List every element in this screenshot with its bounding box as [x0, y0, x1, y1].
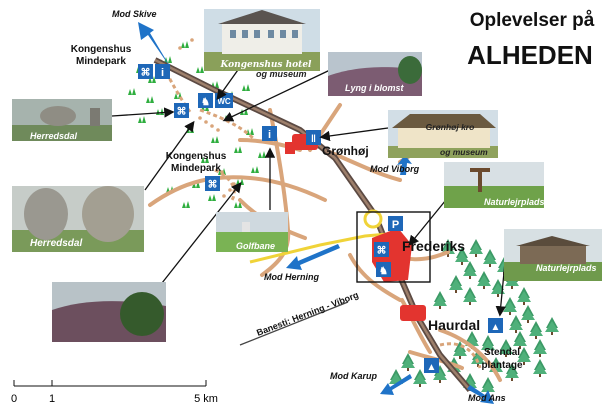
photo-caption-sub: og museum: [256, 69, 307, 79]
place-labels: Kongenshus Mindepark Kongenshus Mindepar…: [71, 44, 523, 371]
place-haurdal: Haurdal: [428, 317, 480, 333]
svg-text:▲: ▲: [491, 322, 501, 333]
photo-caption: Naturlejrplads: [536, 263, 597, 273]
hiker-icon: ♞: [198, 93, 213, 108]
photo-caption: Golfbane: [236, 241, 275, 251]
dir-viborg: Mod Viborg: [370, 164, 420, 174]
photo-herredsdal-2: [12, 186, 144, 252]
railway-label: Banesti: Herning - Viborg: [255, 290, 360, 338]
title-line-1: Oplevelser på: [470, 10, 595, 31]
photo-caption: Herredsdal: [30, 238, 82, 249]
info-icon: i: [262, 126, 277, 141]
svg-text:⌘: ⌘: [141, 68, 151, 79]
dir-ans: Mod Ans: [468, 393, 506, 403]
place-stendal-1: Stendal: [484, 347, 520, 358]
photo-caption-sub: og museum: [440, 147, 488, 157]
photo-herredsdal-1: [12, 99, 112, 141]
place-frederiks: Frederiks: [402, 238, 465, 254]
picnic-icon: ⌘: [174, 103, 189, 118]
scale-tick-1: 1: [49, 393, 55, 405]
photo-naturlejrplads-2: [504, 229, 602, 281]
picnic-icon: ⌘: [374, 242, 389, 257]
photo-caption: Lyng i blomst: [345, 83, 405, 93]
svg-text:‖: ‖: [311, 134, 316, 145]
photo-heath: [52, 282, 166, 342]
frederiks-detail-box: [356, 211, 431, 283]
camping-icon: ▲: [488, 318, 503, 333]
poi-icons: ⌘ i ⌘ ♞ WC i ‖ ⌘ P ⌘ ♞ ▲ ▲: [138, 64, 503, 373]
photo-caption: Kongenshus hotel: [220, 60, 313, 70]
svg-text:P: P: [392, 219, 399, 231]
svg-text:WC: WC: [217, 97, 231, 106]
direction-arrows: [138, 22, 494, 404]
info-icon: i: [155, 64, 170, 79]
place-kongenshus-north-2: Mindepark: [76, 56, 126, 67]
scale-bar: 0 1 5 km: [11, 380, 218, 405]
dir-karup: Mod Karup: [330, 371, 377, 381]
photo-caption: Herredsdal: [30, 131, 78, 141]
photo-caption: Naturlejrplads: [484, 197, 545, 207]
photo-leader-lines: [111, 59, 506, 317]
svg-text:i: i: [161, 67, 164, 79]
place-kongenshus-south-1: Kongenshus: [166, 151, 227, 162]
photo-golfbane: [216, 212, 288, 252]
svg-text:⌘: ⌘: [177, 107, 187, 118]
svg-text:♞: ♞: [201, 97, 210, 108]
photo-caption: Grønhøj kro: [426, 122, 475, 132]
dir-herning: Mod Herning: [264, 272, 319, 282]
svg-text:▲: ▲: [427, 362, 437, 373]
dir-skive: Mod Skive: [112, 9, 157, 19]
town-haurdal: [400, 305, 426, 321]
hiker-icon: ♞: [376, 262, 391, 277]
svg-text:♞: ♞: [379, 266, 388, 277]
svg-text:⌘: ⌘: [208, 180, 218, 191]
svg-text:i: i: [268, 129, 271, 141]
picnic-icon: ⌘: [138, 64, 153, 79]
restaurant-icon: ‖: [306, 130, 321, 145]
place-gronhoj: Grønhøj: [322, 144, 369, 158]
photo-lyng: [328, 52, 422, 96]
photo-gronhoj-kro: [388, 110, 498, 158]
direction-labels: Mod Skive Mod Viborg Mod Herning Mod Kar…: [112, 9, 506, 403]
parking-icon: P: [388, 216, 403, 231]
camping-icon: ▲: [424, 358, 439, 373]
place-kongenshus-south-2: Mindepark: [171, 163, 221, 174]
wc-icon: WC: [215, 93, 233, 108]
picnic-icon: ⌘: [205, 176, 220, 191]
photo-kongenshus-hotel: Kongenshus hotel: [204, 9, 320, 71]
svg-text:⌘: ⌘: [377, 246, 387, 257]
title-line-2: ALHEDEN: [467, 40, 593, 70]
photo-naturlejrplads-1: [444, 162, 544, 208]
scale-tick-5: 5 km: [194, 393, 218, 405]
place-stendal-2: plantage: [481, 360, 523, 371]
roundabout: [363, 209, 383, 229]
place-kongenshus-north-1: Kongenshus: [71, 44, 132, 55]
scale-tick-0: 0: [11, 393, 17, 405]
